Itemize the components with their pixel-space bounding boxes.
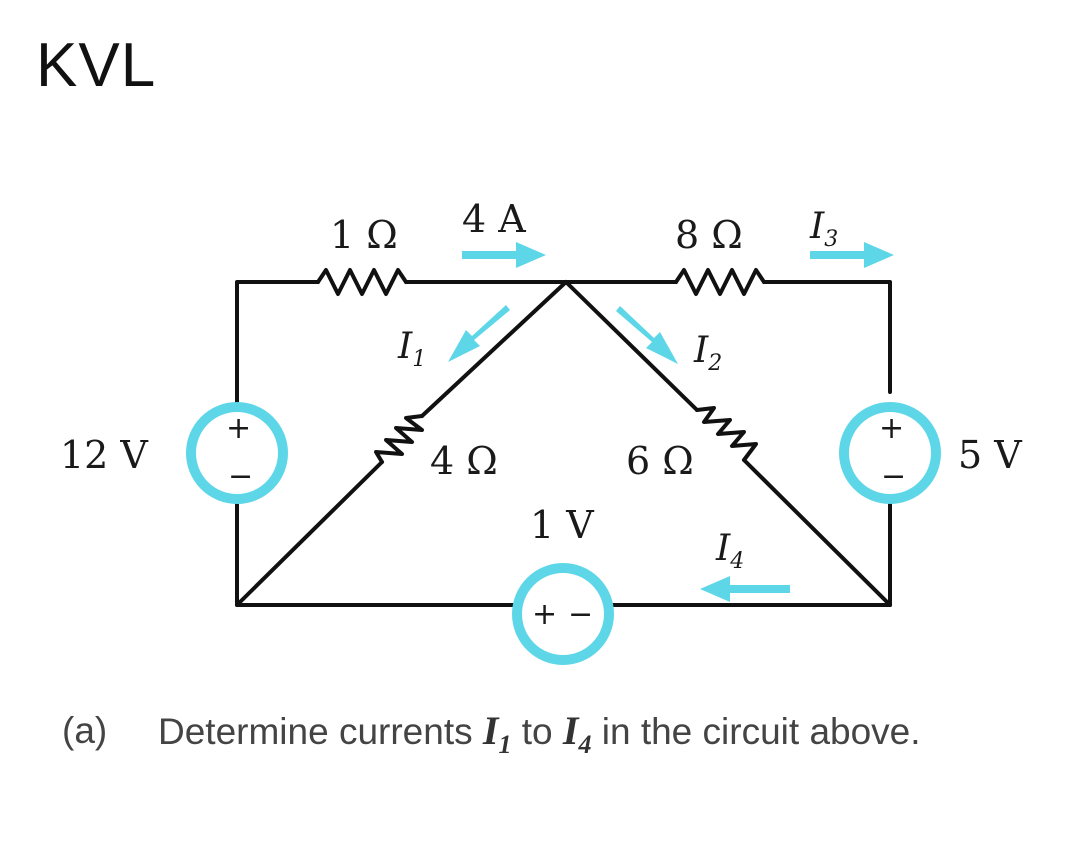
label-resistor-4: 4 Ω — [430, 439, 498, 483]
wire-diag-right-upper — [564, 280, 699, 412]
page-title: KVL — [36, 31, 157, 100]
resistor-1-ohm — [316, 268, 408, 296]
label-source-4a: 4 A — [462, 197, 526, 241]
wire-diag-right-lower — [742, 458, 892, 607]
arrow-i4 — [700, 576, 790, 602]
label-current-i4: I4 — [715, 528, 744, 574]
label-resistor-8: 8 Ω — [675, 213, 743, 257]
arrow-i2 — [616, 306, 678, 364]
arrow-4a — [462, 242, 546, 268]
plus-sign-12v: + — [226, 411, 251, 446]
plus-sign-1v: + — [532, 597, 557, 632]
label-source-5v: 5 V — [958, 433, 1022, 477]
label-resistor-6: 6 Ω — [626, 439, 694, 483]
label-resistor-1: 1 Ω — [330, 213, 398, 257]
wire-top-left — [235, 280, 320, 422]
plus-sign-5v: + — [879, 411, 904, 446]
question-text: Determine currents I1 to I4 in the circu… — [158, 708, 921, 759]
label-current-i3: I3 — [809, 206, 838, 252]
variable-i1: I1 — [482, 708, 512, 759]
label-current-i2: I2 — [693, 330, 722, 376]
voltage-source-1v — [512, 563, 614, 665]
wire-diag-left-upper — [420, 280, 568, 418]
label-source-12v: 12 V — [60, 433, 148, 477]
minus-sign-5v: − — [881, 459, 906, 494]
label-source-1v: 1 V — [530, 503, 594, 547]
resistor-8-ohm — [674, 268, 766, 296]
voltage-source-5v — [839, 402, 941, 504]
arrow-i3 — [810, 242, 894, 268]
resistor-6-ohm — [695, 406, 758, 462]
minus-sign-12v: − — [228, 459, 253, 494]
question-label: (a) — [62, 710, 108, 751]
wire-top-right — [762, 280, 892, 394]
voltage-source-12v — [186, 402, 288, 504]
minus-sign-1v: − — [568, 597, 593, 632]
label-current-i1: I1 — [397, 326, 426, 372]
variable-i4: I4 — [562, 708, 592, 759]
resistor-4-ohm — [374, 414, 424, 464]
arrow-i1 — [448, 305, 510, 362]
wire-diag-left-lower — [235, 460, 384, 607]
